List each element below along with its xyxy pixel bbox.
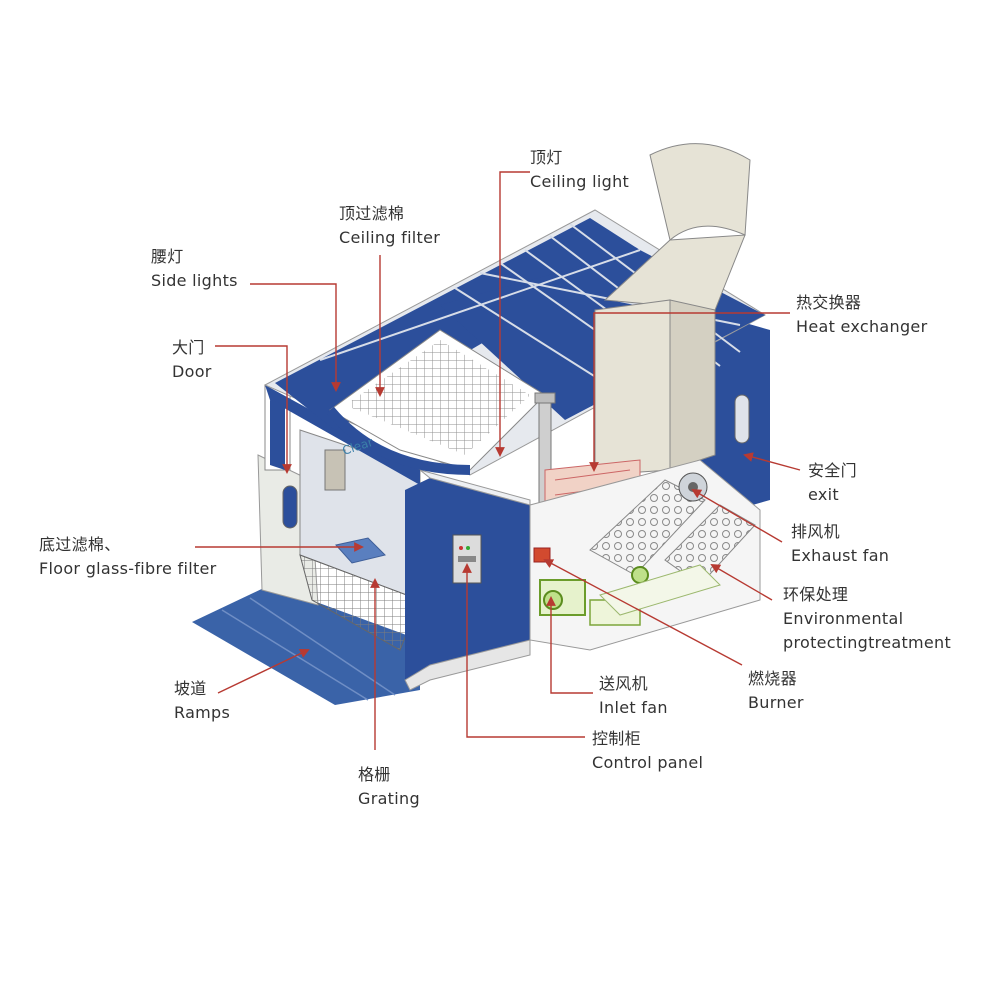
- label-inlet-fan: 送风机 Inlet fan: [599, 674, 668, 717]
- booth-body: [264, 310, 770, 691]
- leader-lines: [195, 171, 801, 750]
- label-environmental-treatment: 环保处理 Environmental protectingtreatment: [783, 585, 952, 652]
- label-side-lights: 腰灯 Side lights: [151, 247, 238, 290]
- label-ceiling-light: 顶灯 Ceiling light: [530, 148, 630, 191]
- label-exit: 安全门 exit: [808, 461, 857, 504]
- label-ceiling-filter: 顶过滤棉 Ceiling filter: [339, 204, 441, 247]
- heat-exchanger-unit: [544, 143, 751, 531]
- label-door: 大门 Door: [172, 338, 212, 381]
- label-burner: 燃烧器 Burner: [748, 669, 804, 712]
- label-heat-exchanger: 热交换器 Heat exchanger: [796, 293, 928, 336]
- machinery-frame: [529, 459, 761, 651]
- ramps: [192, 585, 420, 705]
- label-grating: 格栅 Grating: [358, 765, 420, 808]
- label-control-panel: 控制柜 Control panel: [592, 729, 704, 772]
- label-exhaust-fan: 排风机 Exhaust fan: [791, 522, 890, 565]
- label-floor-filter: 底过滤棉、 Floor glass-fibre filter: [39, 535, 217, 578]
- label-ramps: 坡道 Ramps: [174, 679, 231, 722]
